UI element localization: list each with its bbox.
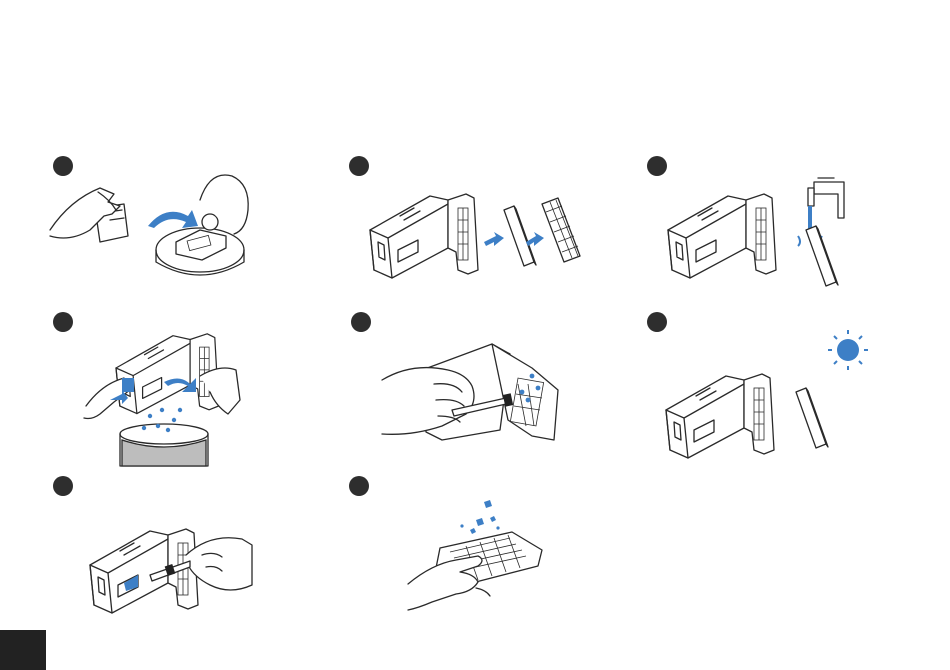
empty-dustbin-illustration — [80, 330, 260, 470]
step-8-marker — [349, 476, 369, 496]
brush-bin-illustration — [90, 525, 260, 615]
filter-removal-illustration — [370, 190, 590, 280]
step-5-marker — [351, 312, 371, 332]
page-corner-tab — [0, 630, 46, 670]
step-2-marker — [349, 156, 369, 176]
tap-filter-illustration — [402, 498, 552, 613]
air-dry-illustration — [666, 330, 876, 445]
step-6-marker — [647, 312, 667, 332]
step-7-marker — [53, 476, 73, 496]
sun-icon — [828, 330, 868, 370]
step-3-marker — [647, 156, 667, 176]
step-4-marker — [53, 312, 73, 332]
robot-vacuum-illustration — [50, 170, 260, 285]
brush-filter-illustration — [382, 340, 572, 445]
rinse-filter-illustration — [668, 178, 858, 288]
